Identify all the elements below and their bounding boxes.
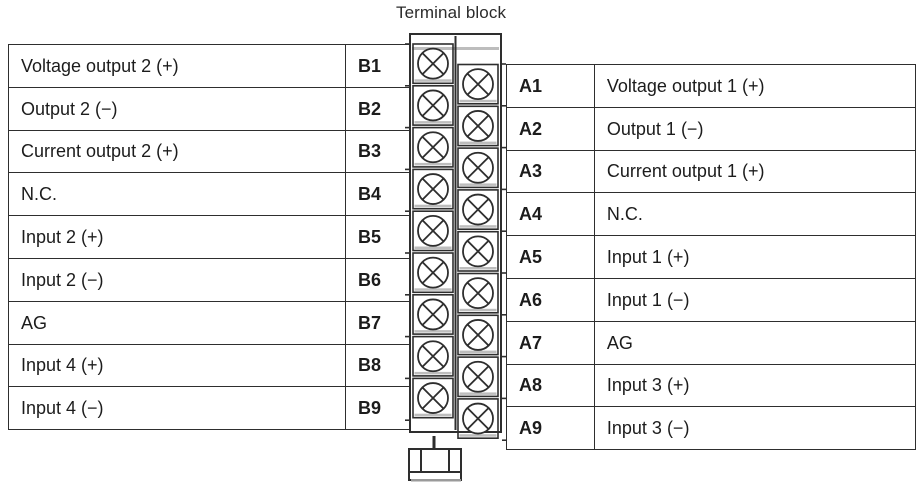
- pin-description: Voltage output 2 (+): [8, 44, 346, 88]
- pin-description: AG: [8, 300, 346, 345]
- pin-description: Input 3 (+): [593, 363, 916, 408]
- terminal-slot-right-3: [457, 147, 499, 189]
- pin-label: A6: [506, 277, 595, 322]
- pin-description: N.C.: [593, 192, 916, 237]
- mounting-foot-svg: [408, 436, 462, 482]
- screw-terminal-x-icon-b6: [417, 256, 449, 289]
- screw-terminal-x-icon-b2: [417, 89, 449, 122]
- pin-description: Current output 2 (+): [8, 129, 346, 174]
- terminal-slot-right-9: [457, 398, 499, 439]
- pin-description: Voltage output 1 (+): [593, 64, 916, 108]
- screw-terminal-x-icon-a7: [462, 319, 494, 351]
- screw-terminal-x-icon-a8: [462, 360, 494, 393]
- screw-terminal-x-icon-b4: [417, 173, 449, 205]
- screw-terminal-x-icon-a5: [462, 235, 494, 268]
- terminal-slot-right-6: [457, 272, 499, 314]
- terminal-slot-left-3: [412, 126, 454, 168]
- screw-terminal-x-icon-a3: [462, 151, 494, 184]
- screw-terminal-x-icon-a9: [462, 402, 494, 435]
- table-row: N.C.B4: [8, 172, 432, 217]
- pin-description: Output 2 (−): [8, 86, 346, 131]
- foot-bracket: [408, 448, 462, 474]
- pin-label: A5: [506, 235, 595, 279]
- diagram-title: Terminal block: [396, 3, 507, 22]
- terminal-slot-left-7: [412, 293, 454, 335]
- screw-terminal-x-icon-b1: [417, 47, 449, 80]
- foot-base-shadow: [411, 479, 461, 482]
- pin-description: Input 1 (+): [593, 235, 916, 279]
- screw-terminal-x-icon-a1: [462, 68, 494, 101]
- screw-terminal-x-icon-b8: [417, 340, 449, 373]
- terminal-slot-right-8: [457, 356, 499, 398]
- terminal-slot-left-9: [412, 377, 454, 419]
- terminal-slot-right-1: [457, 63, 499, 105]
- pin-description: Output 1 (−): [593, 106, 916, 151]
- left-terminal-column: [412, 43, 454, 419]
- table-row: Input 2 (−)B6: [8, 257, 432, 302]
- pin-label: A7: [506, 320, 595, 365]
- terminal-slot-left-8: [412, 335, 454, 377]
- pin-label: A9: [506, 406, 595, 451]
- pin-label: A3: [506, 149, 595, 194]
- pin-description: AG: [593, 320, 916, 365]
- table-row: Input 4 (−)B9: [8, 386, 432, 431]
- pin-label: A2: [506, 106, 595, 151]
- mounting-foot: [404, 436, 470, 486]
- pin-description: Current output 1 (+): [593, 149, 916, 194]
- pin-label: A8: [506, 363, 595, 408]
- table-row: Input 2 (+)B5: [8, 215, 432, 259]
- table-row: Input 4 (+)B8: [8, 343, 432, 388]
- pin-description: Input 1 (−): [593, 277, 916, 322]
- pin-description: Input 3 (−): [593, 406, 916, 451]
- terminal-slot-left-1: [412, 43, 454, 85]
- pin-description: Input 2 (−): [8, 257, 346, 302]
- foot-base-plate: [408, 471, 462, 481]
- screw-terminal-x-icon-b9: [417, 382, 449, 414]
- terminal-slot-right-4: [457, 189, 499, 230]
- screw-terminal-x-icon-b3: [417, 131, 449, 164]
- table-row: Voltage output 2 (+)B1: [8, 44, 432, 88]
- pin-label: A1: [506, 64, 595, 108]
- screw-terminal-x-icon-b5: [417, 214, 449, 247]
- terminal-slot-left-4: [412, 168, 454, 210]
- pin-description: N.C.: [8, 172, 346, 217]
- screw-terminal-x-icon-b7: [417, 298, 449, 331]
- terminal-slot-right-7: [457, 314, 499, 356]
- pin-description: Input 4 (+): [8, 343, 346, 388]
- terminal-slot-left-5: [412, 210, 454, 252]
- terminal-slot-left-2: [412, 84, 454, 126]
- screw-terminal-x-icon-a4: [462, 193, 494, 226]
- pin-label: A4: [506, 192, 595, 237]
- pin-description: Input 2 (+): [8, 215, 346, 259]
- terminal-slot-right-5: [457, 230, 499, 272]
- screw-terminal-x-icon-a6: [462, 277, 494, 310]
- terminal-block-graphic: [409, 33, 502, 440]
- table-row: Output 2 (−)B2: [8, 86, 432, 131]
- pin-description: Input 4 (−): [8, 386, 346, 431]
- terminal-slot-left-6: [412, 252, 454, 294]
- terminal-slot-right-2: [457, 105, 499, 147]
- screw-terminal-x-icon-a2: [462, 110, 494, 142]
- terminal-block-svg: [409, 33, 502, 439]
- right-terminal-column: [457, 63, 499, 439]
- table-row: Current output 2 (+)B3: [8, 129, 432, 174]
